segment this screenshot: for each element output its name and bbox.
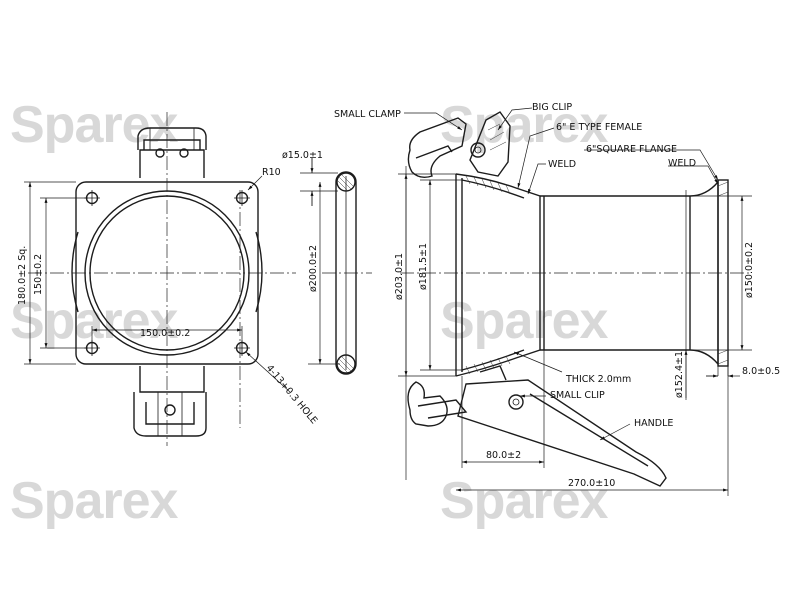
watermark-text: Sparex [440, 472, 609, 530]
length-270-dimension: 270.0±10 [568, 478, 615, 489]
handle-label: HANDLE [634, 418, 673, 429]
front-view: R10 180.0±2 Sq. 150±0.2 150.0±0.2 4-13+0… [17, 112, 319, 446]
flange-thickness-dimension: 8.0±0.5 [742, 366, 780, 377]
watermark-text: Sparex [10, 96, 179, 154]
watermark-text: Sparex [440, 292, 609, 350]
e-type-female-label: 6" E TYPE FEMALE [556, 122, 642, 133]
hole-size-label: 4-13+0.3 HOLE [264, 363, 320, 426]
watermark-group: Sparex Sparex Sparex Sparex Sparex Spare… [10, 96, 610, 530]
top-clamp-assembly [407, 111, 511, 179]
weld-right-label: WELD [668, 158, 696, 169]
handle [457, 379, 667, 487]
hole-pitch-horizontal-dimension: 150.0±0.2 [140, 328, 190, 339]
ring-diameter-dimension: ø200.0±2 [308, 245, 319, 292]
seal-cord-top [336, 172, 356, 192]
top-clamp-lever [137, 127, 207, 178]
side-view: SMALL CLAMP BIG CLIP 6" E TYPE FEMALE WE… [334, 102, 780, 496]
dia-203-dimension: ø203.0±1 [394, 253, 405, 300]
cord-diameter-dimension: ø15.0±1 [282, 150, 323, 161]
bottom-clamp-assembly [407, 365, 667, 487]
length-80-dimension: 80.0±2 [486, 450, 521, 461]
dia-150-dimension: ø150.0±0.2 [744, 242, 755, 298]
weld-left-label: WELD [548, 159, 576, 170]
right-ear [255, 231, 263, 313]
small-clamp-label: SMALL CLAMP [334, 109, 401, 120]
big-clip-label: BIG CLIP [532, 102, 572, 113]
square-flange-label: 6"SQUARE FLANGE [586, 144, 677, 155]
small-clip-label: SMALL CLIP [550, 390, 605, 401]
seal-ring-view: ø15.0±1 ø200.0±2 [282, 150, 372, 375]
flange-square-dimension: 180.0±2 Sq. [17, 246, 28, 305]
watermark-text: Sparex [10, 472, 179, 530]
watermark-text: Sparex [10, 292, 179, 350]
hole-pitch-vertical-dimension: 150±0.2 [33, 254, 44, 295]
dia-152-dimension: ø152.4±1 [674, 351, 685, 398]
watermark-text: Sparex [440, 96, 609, 154]
dia-181-dimension: ø181.5±1 [418, 243, 429, 290]
thickness-label: THICK 2.0mm [565, 374, 631, 385]
bottom-clamp-lever [133, 366, 207, 437]
radius-label: R10 [262, 167, 281, 178]
